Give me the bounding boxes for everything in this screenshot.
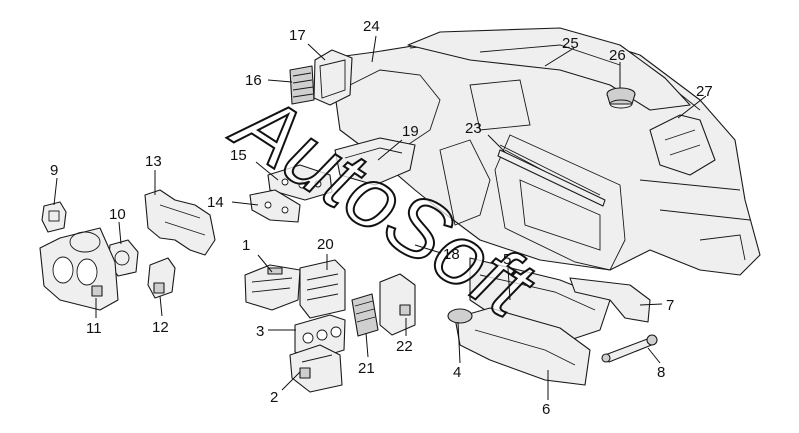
callout-13: 13	[145, 153, 162, 170]
side-bracket	[649, 114, 716, 176]
support-bracket-15	[267, 164, 333, 201]
switch-12	[147, 257, 176, 299]
callout-16: 16	[245, 72, 262, 89]
callout-25: 25	[562, 35, 579, 52]
callout-14: 14	[207, 194, 224, 211]
cluster-bezel-13	[144, 189, 216, 256]
callout-2: 2	[270, 389, 278, 406]
trim-strip-23	[497, 149, 606, 207]
callout-3: 3	[256, 323, 264, 340]
upper-vent-16	[289, 65, 315, 105]
radio-cover-20	[299, 259, 346, 319]
switch-9	[41, 201, 67, 233]
leader-lines	[53, 35, 707, 400]
callout-18: 18	[443, 246, 460, 263]
callout-15: 15	[230, 147, 247, 164]
lower-knee-panel-6	[454, 307, 591, 386]
radio-unit-1	[244, 264, 301, 311]
callout-23: 23	[465, 120, 482, 137]
callout-5: 5	[503, 251, 511, 268]
center-trim-19	[334, 137, 416, 186]
callout-19: 19	[402, 123, 419, 140]
vent-housing-22	[379, 273, 416, 336]
callout-11: 11	[86, 320, 102, 337]
callout-9: 9	[50, 162, 58, 179]
callout-4: 4	[453, 364, 461, 381]
callout-8: 8	[657, 364, 665, 381]
callout-22: 22	[396, 338, 413, 355]
callout-6: 6	[542, 401, 550, 418]
dash-cap-knob	[606, 87, 636, 109]
callout-10: 10	[109, 206, 126, 223]
clip-4	[447, 308, 473, 324]
lower-bracket-2	[289, 344, 343, 393]
callout-20: 20	[317, 236, 334, 253]
callout-7: 7	[666, 297, 674, 314]
callout-12: 12	[152, 319, 169, 336]
upper-vent-housing-17	[313, 49, 353, 106]
callout-1: 1	[242, 237, 250, 254]
bracket-14	[249, 189, 301, 223]
side-vent-21	[351, 293, 379, 337]
callout-numbers: 1 2 3 4 5 6 7 8 9 10 11 12 13 14 15 16 1…	[50, 18, 713, 418]
callout-26: 26	[609, 47, 626, 64]
callout-17: 17	[289, 27, 306, 44]
glovebox-bracket-7	[569, 277, 651, 323]
instrument-cluster-11	[39, 227, 119, 311]
callout-27: 27	[696, 83, 713, 100]
support-rod-8	[601, 334, 658, 363]
callout-24: 24	[363, 18, 380, 35]
callout-21: 21	[358, 360, 375, 377]
